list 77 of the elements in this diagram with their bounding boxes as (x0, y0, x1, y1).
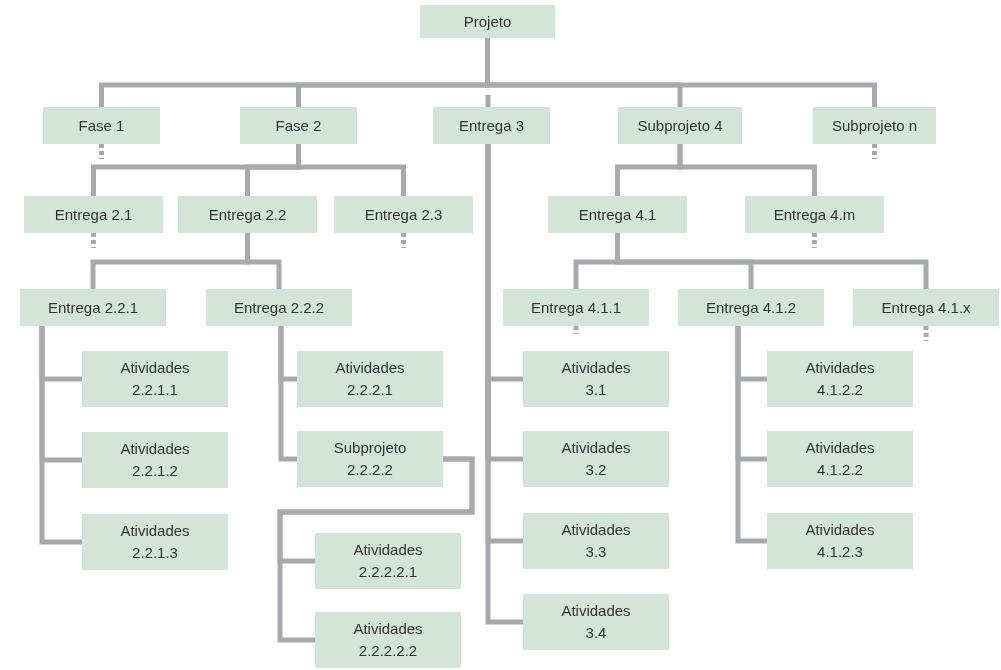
node-label: Entrega 4.1.2 (705, 297, 797, 318)
node-label: Atividades 4.1.2.2 (804, 438, 876, 480)
node-label: Entrega 2.2.1 (47, 297, 139, 318)
node-label: Atividades 2.2.1.3 (119, 521, 191, 563)
wbs-box (853, 289, 999, 326)
wbs-box (503, 289, 649, 326)
connector-line (677, 144, 817, 196)
dashed-stub (401, 233, 406, 248)
wbs-box (745, 196, 884, 233)
wbs-box (315, 612, 461, 668)
wbs-box (82, 514, 228, 570)
wbs-box (24, 196, 163, 233)
wbs-box (548, 196, 687, 233)
wbs-box (618, 107, 742, 144)
dashed-stub (99, 144, 104, 159)
node-label: Entrega 3 (458, 115, 524, 136)
dashed-stub (923, 326, 929, 341)
node-label: Atividades 2.2.1.1 (119, 358, 191, 400)
connector-line (277, 456, 475, 643)
node-label: Subprojeto 2.2.2.2 (332, 438, 408, 480)
dashed-stub (573, 326, 579, 334)
wbs-box (334, 196, 473, 233)
wbs-box (178, 196, 317, 233)
connector-line (615, 233, 929, 289)
wbs-box (767, 351, 913, 407)
node-label: Fase 1 (78, 115, 125, 136)
connector-line (278, 326, 297, 462)
wbs-box (523, 351, 669, 407)
node-label: Entrega 4.1.x (881, 297, 971, 318)
node-label: Atividades 3.2 (560, 438, 632, 480)
node-label: Atividades 2.2.1.2 (119, 439, 191, 481)
node-label: Atividades 3.3 (560, 520, 632, 562)
node-label: Entrega 2.1 (54, 204, 133, 225)
node-label: Atividades 2.2.2.2.2 (352, 619, 424, 661)
node-label: Entrega 2.3 (364, 204, 443, 225)
wbs-box (813, 107, 936, 144)
connector-line (39, 326, 82, 545)
node-label: Fase 2 (275, 115, 322, 136)
wbs-box (523, 594, 669, 650)
node-label: Entrega 4.1 (578, 204, 657, 225)
wbs-box (767, 431, 913, 487)
wbs-box (206, 289, 352, 326)
node-label: Atividades 3.1 (560, 358, 632, 400)
wbs-box (43, 107, 160, 144)
connector-line (485, 95, 491, 107)
node-label: Atividades 2.2.2.1 (334, 358, 406, 400)
connector-line (735, 326, 767, 544)
node-label: Projeto (463, 11, 512, 32)
wbs-box (297, 431, 443, 487)
wbs-box (433, 107, 550, 144)
node-label: Atividades 4.1.2.2 (804, 358, 876, 400)
connector-line (296, 144, 406, 196)
node-label: Subprojeto n (831, 115, 918, 136)
dashed-stub (812, 233, 817, 248)
wbs-box (315, 533, 461, 589)
wbs-box (297, 351, 443, 407)
node-label: Atividades 2.2.2.2.1 (352, 540, 424, 582)
node-label: Subprojeto 4 (637, 115, 723, 136)
dashed-stub (91, 233, 96, 248)
connector-line (485, 144, 523, 625)
wbs-box (420, 5, 555, 38)
wbs-box (20, 289, 166, 326)
wbs-box (767, 513, 913, 569)
wbs-box (678, 289, 824, 326)
wbs-box (82, 432, 228, 488)
node-label: Entrega 4.m (773, 204, 856, 225)
connector-line (245, 233, 282, 289)
wbs-box (240, 107, 357, 144)
wbs-box (82, 351, 228, 407)
node-label: Entrega 2.2.2 (233, 297, 325, 318)
node-label: Entrega 2.2 (208, 204, 287, 225)
node-label: Entrega 4.1.1 (530, 297, 622, 318)
node-label: Atividades 3.4 (560, 601, 632, 643)
wbs-box (523, 431, 669, 487)
node-label: Atividades 4.1.2.3 (804, 520, 876, 562)
wbs-box (523, 513, 669, 569)
dashed-stub (872, 144, 877, 159)
